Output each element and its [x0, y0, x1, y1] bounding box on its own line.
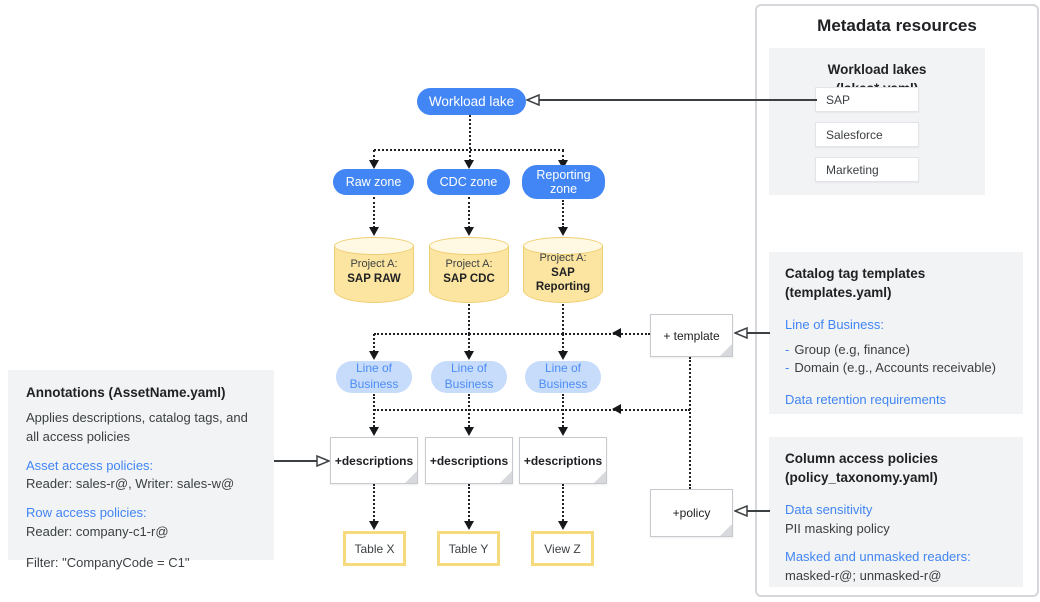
arrow-policies-to-policy-head [734, 505, 748, 517]
arrowhead-down [558, 351, 568, 360]
lake-item-marketing: Marketing [815, 157, 919, 182]
arrowhead-left [612, 404, 621, 414]
readers-heading: Masked and unmasked readers: [785, 549, 971, 565]
catalog-item: - Group (e.g, finance) [785, 341, 910, 357]
arrowhead-down [464, 427, 474, 436]
folded-corner [500, 471, 512, 483]
connector-line [562, 304, 564, 334]
arrowhead-down [369, 427, 379, 436]
connector-line [468, 197, 470, 228]
lake-item-sap: SAP [815, 87, 919, 112]
row-access-heading: Row access policies: [26, 505, 147, 521]
column-policies-title: Column access policies (policy_taxonomy.… [785, 451, 939, 485]
catalog-templates-title: Catalog tag templates (templates.yaml) [785, 266, 926, 300]
lob-pill: Line of Business [431, 361, 507, 393]
arrow-catalog-to-template-head [734, 327, 748, 339]
connector-line [562, 334, 564, 352]
arrowhead-down [558, 427, 568, 436]
asset-access-heading: Asset access policies: [26, 457, 154, 473]
catalog-item: - Domain (e.g., Accounts receivable) [785, 360, 996, 376]
connector-line [562, 200, 564, 228]
arrowhead-down [464, 227, 474, 236]
arrowhead-down [369, 227, 379, 236]
connector-line [373, 197, 375, 228]
arrow-sap-to-lake-head [526, 94, 540, 106]
folded-corner [720, 524, 732, 536]
readers-value: masked-r@; unmasked-r@ [785, 568, 942, 584]
connector-line [374, 409, 690, 411]
lake-item-salesforce: Salesforce [815, 122, 919, 147]
arrowhead-down [464, 160, 474, 169]
row-access-value: Reader: company-c1-r@ [26, 524, 169, 540]
connector-line [373, 334, 375, 352]
arrow-annotations-to-descriptions-line [274, 460, 318, 462]
annotations-title: Annotations (AssetName.yaml) [26, 385, 226, 400]
connector-line [468, 484, 470, 521]
folded-corner [594, 471, 606, 483]
column-policies-section: Column access policies (policy_taxonomy.… [769, 437, 1023, 587]
table-x-box: Table X [343, 531, 406, 566]
metadata-panel-title: Metadata resources [817, 16, 977, 35]
cylinder-sap-raw: Project A: SAP RAW [334, 237, 414, 303]
arrowhead-down [369, 521, 379, 530]
asset-access-value: Reader: sales-r@, Writer: sales-w@ [26, 476, 235, 492]
connector-line [468, 334, 470, 352]
lob-pill: Line of Business [525, 361, 601, 393]
descriptions-note: +descriptions [330, 437, 418, 484]
connector-line [689, 357, 691, 489]
lob-pill: Line of Business [336, 361, 412, 393]
arrowhead-down [558, 227, 568, 236]
arrowhead-down [558, 521, 568, 530]
data-sensitivity-value: PII masking policy [785, 520, 890, 536]
connector-line [468, 304, 470, 334]
folded-corner [720, 344, 732, 356]
lob-heading: Line of Business: [785, 316, 885, 332]
table-y-box: Table Y [437, 531, 500, 566]
arrowhead-down [464, 351, 474, 360]
catalog-templates-section: Catalog tag templates (templates.yaml) L… [769, 252, 1023, 414]
arrowhead-down [558, 160, 568, 169]
arrow-policies-to-policy-line [746, 510, 770, 512]
connector-line [374, 149, 564, 151]
view-z-box: View Z [531, 531, 594, 566]
policy-note: +policy [650, 489, 733, 537]
arrowhead-down [369, 351, 379, 360]
connector-line [374, 333, 650, 335]
arrow-catalog-to-template-line [746, 332, 770, 334]
arrowhead-down [464, 521, 474, 530]
retention-heading: Data retention requirements [785, 392, 947, 408]
zone-pill-cdc: CDC zone [427, 169, 510, 195]
arrowhead-left [612, 328, 621, 338]
connector-line [373, 150, 375, 161]
descriptions-note: +descriptions [519, 437, 607, 484]
connector-line [562, 484, 564, 521]
cylinder-sap-cdc: Project A: SAP CDC [429, 237, 509, 303]
annotations-panel: Annotations (AssetName.yaml) Applies des… [8, 370, 274, 570]
folded-corner [405, 471, 417, 483]
arrowhead-down [369, 160, 379, 169]
data-sensitivity-heading: Data sensitivity [785, 501, 873, 517]
connector-line [562, 150, 564, 161]
zone-pill-reporting: Reporting zone [522, 165, 605, 199]
template-note: + template [650, 314, 733, 357]
zone-pill-raw: Raw zone [333, 169, 414, 195]
connector-line [469, 115, 471, 161]
arrow-sap-to-lake-line [538, 99, 817, 101]
annotations-body: Applies descriptions, catalog tags, and … [26, 409, 248, 444]
connector-line [373, 484, 375, 521]
filter-value: Filter: "CompanyCode = C1" [26, 554, 190, 570]
workload-lake-pill: Workload lake [417, 88, 526, 115]
descriptions-note: +descriptions [425, 437, 513, 484]
arrow-annotations-to-descriptions-head [316, 455, 330, 467]
cylinder-sap-reporting: Project A: SAP Reporting [523, 237, 603, 303]
